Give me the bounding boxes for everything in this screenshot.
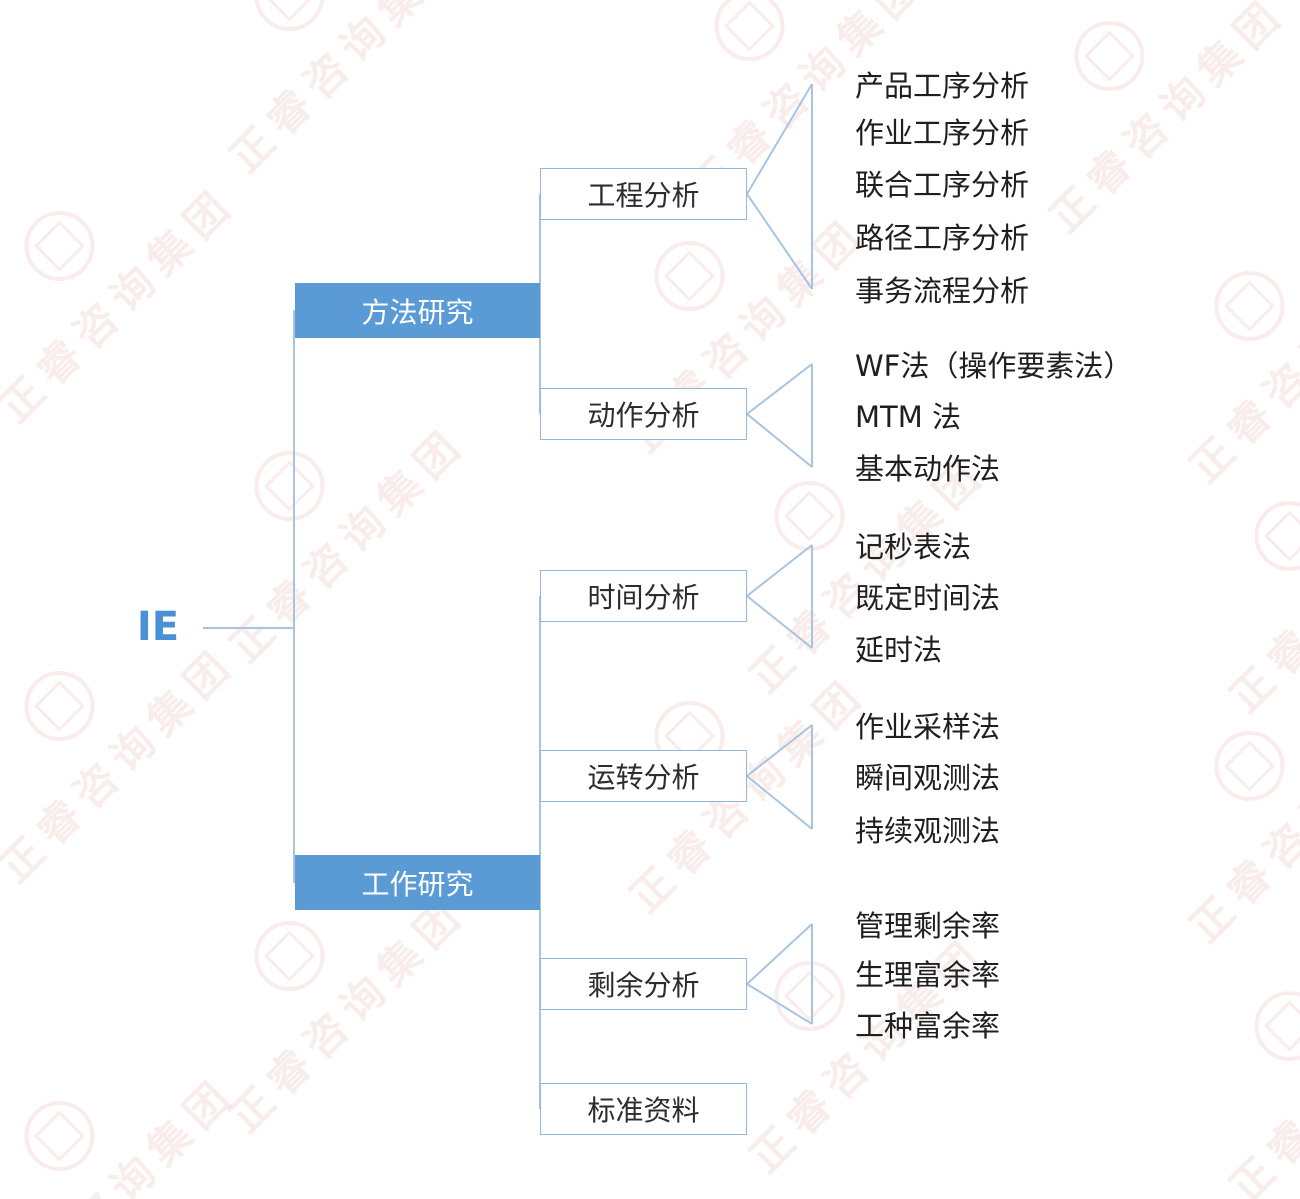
node-label: 工程分析 (587, 179, 700, 212)
watermark-text: 正睿咨询集团 (0, 176, 246, 432)
watermark-seal-glyph (784, 490, 835, 542)
watermark-seal-glyph (1264, 1000, 1300, 1052)
connector-line (746, 724, 813, 777)
leaf-item: 作业采样法 (855, 710, 1001, 744)
watermark-seal-glyph (264, 460, 315, 512)
watermark-text: 正睿咨询集团 (220, 416, 476, 672)
watermark-unit: 正睿咨询集团 (154, 351, 477, 674)
connector-line (746, 775, 813, 830)
watermark-seal-logo (759, 946, 859, 1046)
node-box-operation-analysis: 运转分析 (540, 750, 747, 802)
watermark-text: 正睿咨询集团 (1220, 466, 1300, 722)
watermark-seal-logo (9, 1086, 109, 1186)
watermark-seal-glyph (34, 680, 85, 732)
watermark-text: 正睿咨询集团 (220, 0, 476, 182)
node-label: 动作分析 (587, 399, 700, 432)
watermark-seal-glyph (264, 930, 315, 982)
watermark-seal-logo (1239, 486, 1300, 586)
watermark-unit: 正睿咨询集团 (1114, 171, 1300, 494)
watermark-text: 正睿咨询集团 (0, 1066, 246, 1199)
watermark-seal-glyph (1224, 740, 1275, 792)
node-box-standard-data: 标准资料 (540, 1083, 747, 1135)
watermark-seal-logo (1239, 976, 1300, 1076)
node-box-time-analysis: 时间分析 (540, 570, 747, 622)
leaf-item: 生理富余率 (855, 958, 1001, 992)
node-label: 运转分析 (587, 761, 700, 794)
watermark-seal-glyph (784, 970, 835, 1022)
node-box-engineering-analysis: 工程分析 (540, 168, 747, 220)
connector-line (746, 363, 813, 415)
leaf-item: WF法（操作要素法） (855, 349, 1133, 383)
branch-label: 工作研究 (361, 867, 474, 901)
watermark-text: 正睿咨询集团 (1040, 0, 1296, 242)
watermark-seal-logo (239, 0, 339, 46)
leaf-item: 延时法 (855, 633, 943, 667)
branch-label: 方法研究 (361, 295, 474, 329)
leaf-item: 事务流程分析 (855, 274, 1030, 308)
leaf-item: 记秒表法 (855, 530, 972, 564)
watermark-seal-glyph (1084, 30, 1135, 82)
connector-line (746, 923, 813, 985)
leaf-item: 既定时间法 (855, 581, 1001, 615)
watermark-unit: 正睿咨询集团 (0, 1001, 248, 1199)
connector-line (746, 544, 813, 597)
leaf-item: 作业工序分析 (855, 116, 1030, 150)
watermark-text: 正睿咨询集团 (1220, 956, 1300, 1199)
node-label: 标准资料 (587, 1094, 700, 1127)
leaf-item: MTM 法 (855, 400, 961, 434)
node-box-surplus-analysis: 剩余分析 (540, 958, 747, 1010)
leaf-item: 路径工序分析 (855, 221, 1030, 255)
watermark-seal-logo (1199, 256, 1299, 356)
branch-box-method-study: 方法研究 (295, 283, 540, 338)
watermark-text: 正睿咨询集团 (1180, 236, 1300, 492)
watermark-seal-logo (239, 436, 339, 536)
branch-box-work-study: 工作研究 (295, 855, 540, 910)
connector-line (746, 983, 813, 1025)
watermark-seal-logo (699, 0, 799, 76)
watermark-text: 正睿咨询集团 (1180, 696, 1300, 952)
leaf-item: 基本动作法 (855, 452, 1001, 486)
watermark-seal-logo (759, 466, 859, 566)
watermark-unit: 正睿咨询集团 (1114, 631, 1300, 954)
watermark-seal-glyph (34, 1110, 85, 1162)
leaf-item: 联合工序分析 (855, 168, 1030, 202)
mindmap-root: IE (136, 604, 180, 651)
watermark-seal-glyph (1224, 280, 1275, 332)
leaf-item: 持续观测法 (855, 814, 1001, 848)
watermark-unit: 正睿咨询集团 (1154, 891, 1300, 1199)
watermark-seal-logo (1199, 716, 1299, 816)
watermark-unit: 正睿咨询集团 (154, 0, 477, 184)
leaf-item: 工种富余率 (855, 1009, 1001, 1043)
watermark-text: 正睿咨询集团 (220, 886, 476, 1142)
watermark-seal-glyph (34, 220, 85, 272)
watermark-seal-logo (1059, 6, 1159, 106)
connector-line (746, 413, 813, 468)
watermark-seal-logo (639, 226, 739, 326)
watermark-seal-logo (9, 656, 109, 756)
node-label: 时间分析 (587, 581, 700, 614)
leaf-item: 管理剩余率 (855, 909, 1001, 943)
watermark-unit: 正睿咨询集团 (1154, 401, 1300, 724)
watermark-text: 正睿咨询集团 (0, 636, 246, 892)
watermark-unit: 正睿咨询集团 (0, 111, 248, 434)
connector-line (746, 595, 813, 649)
leaf-item: 产品工序分析 (855, 69, 1030, 103)
watermark-seal-glyph (1264, 510, 1300, 562)
watermark-seal-logo (239, 906, 339, 1006)
connector-line (746, 193, 813, 290)
connector-line (746, 83, 813, 195)
leaf-item: 瞬间观测法 (855, 761, 1001, 795)
node-label: 剩余分析 (587, 969, 700, 1002)
watermark-seal-glyph (264, 0, 315, 22)
watermark-seal-glyph (664, 250, 715, 302)
watermark-seal-glyph (724, 0, 775, 52)
watermark-seal-logo (9, 196, 109, 296)
node-box-motion-analysis: 动作分析 (540, 388, 747, 440)
